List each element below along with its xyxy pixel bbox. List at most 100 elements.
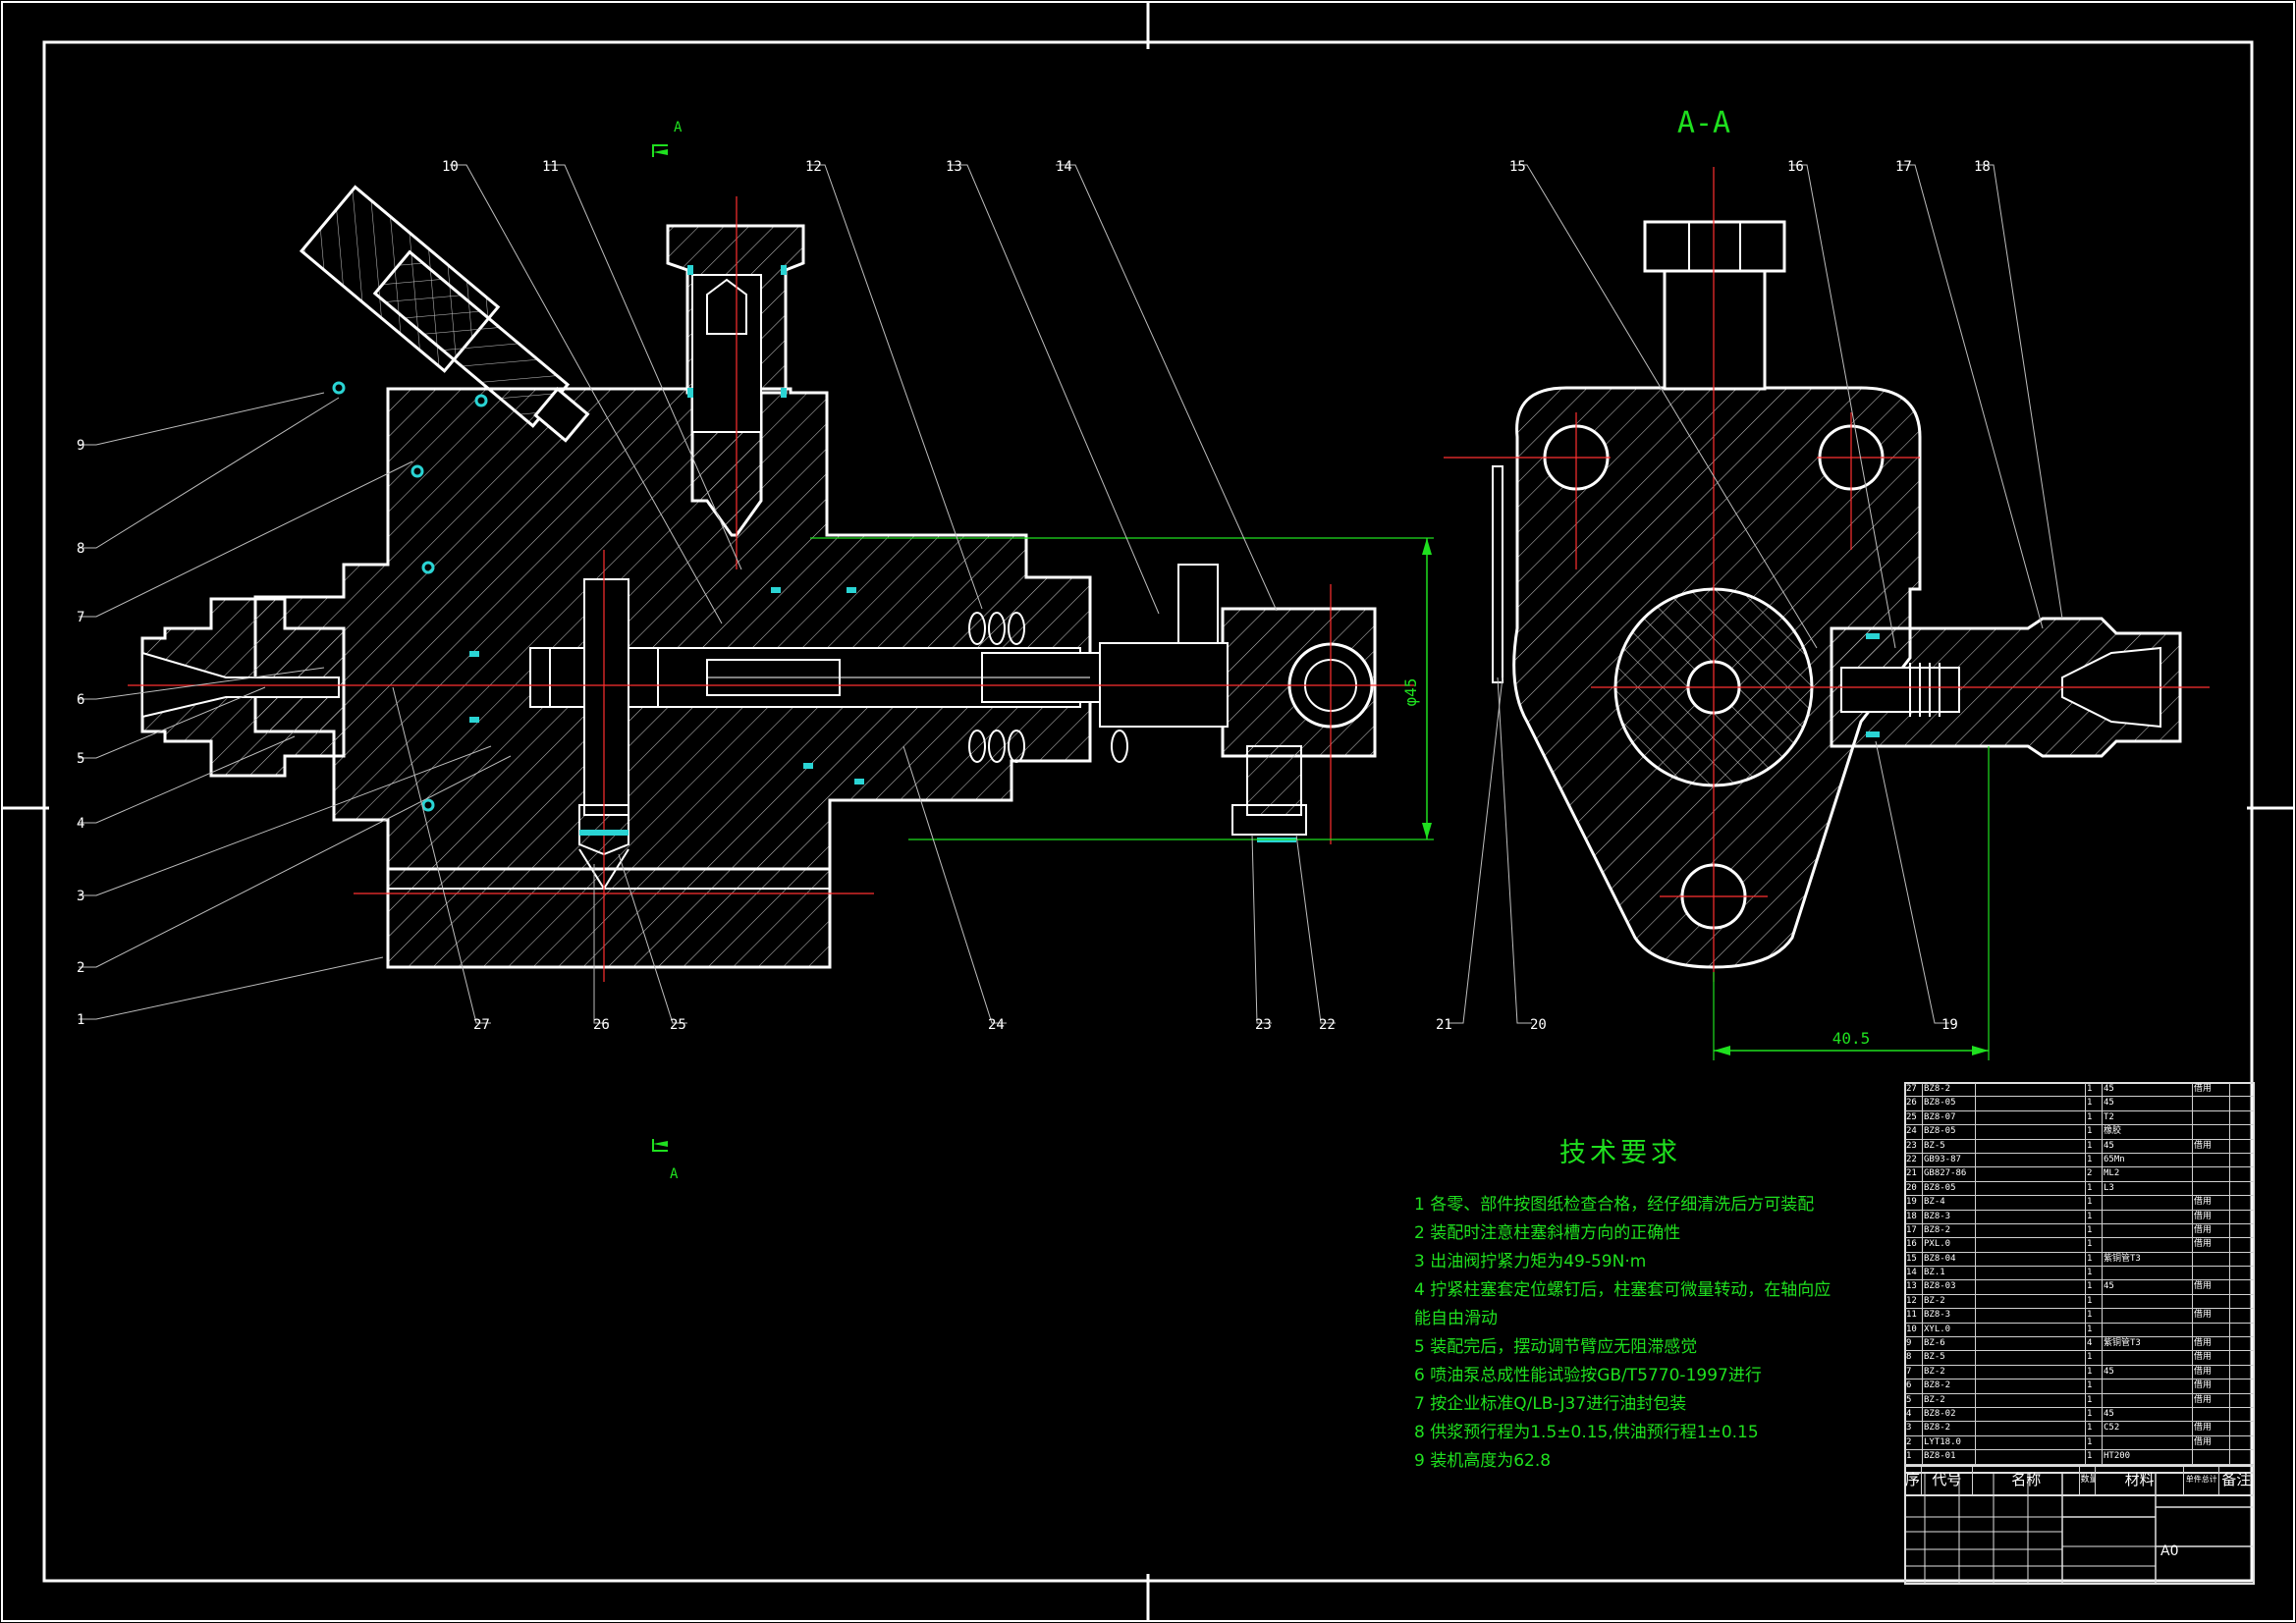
bom-cell [2103, 1267, 2193, 1280]
bom-cell: 45 [2103, 1139, 2193, 1153]
bom-cell: 45 [2103, 1280, 2193, 1294]
bom-cell [2103, 1351, 2193, 1365]
sheet-size-cell: A0 [2160, 1543, 2179, 1559]
bom-cell [1976, 1294, 2086, 1309]
requirement-item: 6 喷油泵总成性能试验按GB/T5770-1997进行 [1414, 1366, 1762, 1385]
bom-cell: 25 [1905, 1110, 1923, 1125]
bom-cell: 4 [2086, 1337, 2103, 1351]
bom-cell: 1 [2086, 1351, 2103, 1365]
bom-cell: 借用 [2193, 1422, 2230, 1435]
bom-header-cell: 备注 [2219, 1466, 2254, 1494]
bom-cell: 13 [1905, 1280, 1923, 1294]
bom-cell: 18 [1905, 1210, 1923, 1223]
part-label: 12 [805, 159, 822, 175]
bom-cell: 1 [2086, 1125, 2103, 1139]
section-title-aa: A-A [1677, 106, 1730, 140]
bom-cell: 1 [2086, 1223, 2103, 1238]
section-marker-top: A [674, 120, 683, 135]
bom-cell: 1 [2086, 1435, 2103, 1450]
title-block [1904, 1082, 2255, 1585]
bom-cell [1976, 1435, 2086, 1450]
bom-cell: 1 [2086, 1153, 2103, 1167]
bom-cell [2193, 1181, 2230, 1196]
bom-cell: XYL.0 [1923, 1323, 1976, 1337]
part-label: 24 [988, 1017, 1005, 1033]
bom-cell: 1 [2086, 1407, 2103, 1422]
part-label: 15 [1509, 159, 1526, 175]
bom-cell: 6 [1905, 1380, 1923, 1393]
bom-cell: 借用 [2193, 1309, 2230, 1323]
part-label: 25 [670, 1017, 686, 1033]
section-cut-marker-bottom [652, 1139, 668, 1152]
bom-cell [1976, 1351, 2086, 1365]
bom-cell: 1 [2086, 1280, 2103, 1294]
bom-cell: 17 [1905, 1223, 1923, 1238]
requirement-item: 3 出油阀拧紧力矩为49-59N·m [1414, 1252, 1647, 1271]
bom-cell [2193, 1252, 2230, 1267]
bom-cell: 借用 [2193, 1196, 2230, 1210]
bom-cell: ML2 [2103, 1167, 2193, 1181]
bom-cell: 65Mn [2103, 1153, 2193, 1167]
bom-cell: T2 [2103, 1110, 2193, 1125]
bom-cell [1976, 1125, 2086, 1139]
section-view-aa [1444, 164, 2210, 1060]
bom-cell: 借用 [2193, 1210, 2230, 1223]
bom-cell [1976, 1280, 2086, 1294]
bom-cell [1976, 1196, 2086, 1210]
bom-cell: 借用 [2193, 1223, 2230, 1238]
bom-cell [2193, 1153, 2230, 1167]
part-label: 3 [77, 889, 84, 904]
bom-cell [1976, 1167, 2086, 1181]
bom-cell: 借用 [2193, 1139, 2230, 1153]
bom-cell: L3 [2103, 1181, 2193, 1196]
bom-cell: 借用 [2193, 1337, 2230, 1351]
bom-cell: 借用 [2193, 1393, 2230, 1407]
bom-cell: 23 [1905, 1139, 1923, 1153]
part-label: 19 [1941, 1017, 1958, 1033]
bom-cell: 24 [1905, 1125, 1923, 1139]
requirement-item: 2 装配时注意柱塞斜槽方向的正确性 [1414, 1223, 1681, 1243]
bom-cell: 借用 [2193, 1280, 2230, 1294]
bom-cell: 1 [2086, 1309, 2103, 1323]
bom-cell [2103, 1323, 2193, 1337]
bom-cell: BZ8-05 [1923, 1125, 1976, 1139]
bom-cell [1976, 1252, 2086, 1267]
bom-cell: 19 [1905, 1196, 1923, 1210]
bom-cell: BZ-6 [1923, 1337, 1976, 1351]
bom-cell: 1 [2086, 1365, 2103, 1380]
section-cut-marker-top [652, 144, 668, 157]
bom-cell: 1 [2086, 1294, 2103, 1309]
bom-cell: 1 [2086, 1139, 2103, 1153]
bom-cell: 2 [1905, 1435, 1923, 1450]
dimension-phi45-label: φ45 [1401, 678, 1420, 707]
bom-cell: 45 [2103, 1407, 2193, 1422]
bom-cell: 22 [1905, 1153, 1923, 1167]
bom-cell: 1 [1905, 1450, 1923, 1464]
bom-cell [2193, 1167, 2230, 1181]
bom-cell: 20 [1905, 1181, 1923, 1196]
bom-cell [2103, 1238, 2193, 1252]
bom-header-cell: 数量 [2080, 1466, 2097, 1494]
bom-cell [1976, 1380, 2086, 1393]
part-label: 18 [1974, 159, 1991, 175]
bom-cell: 11 [1905, 1309, 1923, 1323]
bom-cell [1976, 1365, 2086, 1380]
bom-cell: LYT18.0 [1923, 1435, 1976, 1450]
bom-cell: BZ8-2 [1923, 1223, 1976, 1238]
bom-cell: 27 [1905, 1083, 1923, 1097]
bom-cell: 14 [1905, 1267, 1923, 1280]
bom-cell: BZ.1 [1923, 1267, 1976, 1280]
part-label: 11 [542, 159, 559, 175]
bom-cell: 2 [2086, 1167, 2103, 1181]
bom-cell: 借用 [2193, 1380, 2230, 1393]
